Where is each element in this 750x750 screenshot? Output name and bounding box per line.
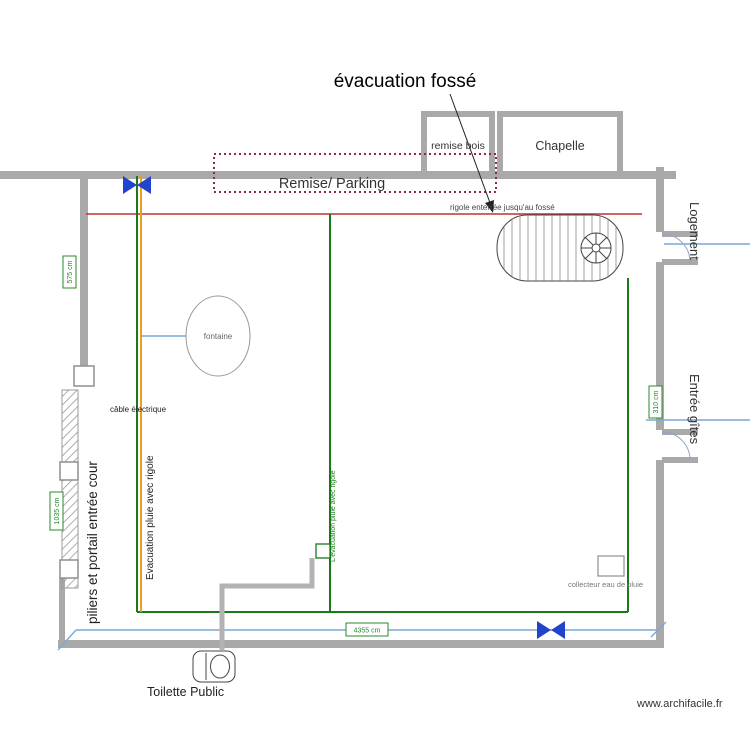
remise-bois-label: remise bois xyxy=(431,140,485,152)
cistern-tank xyxy=(496,214,624,282)
dim-left-lower: 1035 cm xyxy=(54,497,61,524)
dim-box-bottom xyxy=(345,622,389,637)
tank-wheel-hub xyxy=(591,243,601,253)
pillar-bottom xyxy=(59,559,79,579)
dim-box-left-lower xyxy=(49,491,64,531)
valve-bottom-right-icon xyxy=(551,621,565,639)
remise-bois-walls xyxy=(421,111,495,176)
doors xyxy=(661,233,691,461)
chapelle-label: Chapelle xyxy=(535,139,584,153)
measure-tick-right xyxy=(650,621,667,638)
page-title: évacuation fossé xyxy=(334,71,477,92)
inspection-box xyxy=(315,543,331,559)
parking-dotted-outline xyxy=(213,153,497,193)
door-arc-gites xyxy=(661,431,691,461)
hatched-wall xyxy=(61,389,79,589)
piliers-label: piliers et portail entrée cour xyxy=(85,461,100,624)
watermark-link[interactable]: www.archifacile.fr xyxy=(636,698,723,710)
evacuation-left-label: Evacuation pluie avec rigole xyxy=(145,455,156,580)
dim-box-right xyxy=(648,385,663,419)
cable-label: câble électrique xyxy=(110,405,167,414)
arrow-line xyxy=(449,93,494,212)
rainwater-green-network xyxy=(136,176,629,613)
toilet xyxy=(192,650,236,683)
entree-gites-label: Entrée gîtes xyxy=(687,374,702,445)
logement-label: Logement xyxy=(687,202,702,260)
evacuation-center-label: L'évacuation pluie avec rigole xyxy=(330,470,337,562)
portal-hatched-wall xyxy=(59,365,95,589)
evacuation-arrow xyxy=(449,93,494,213)
toilet-bowl xyxy=(210,654,230,679)
dimension-labels: 575 cm 1035 cm 310 cm 4355 cm xyxy=(49,255,663,637)
dim-left-upper: 575 cm xyxy=(67,260,74,283)
fountain-label: fontaine xyxy=(204,332,233,341)
exterior-walls xyxy=(0,167,698,648)
pillar-top xyxy=(73,365,95,387)
valve-top-left-icon xyxy=(137,176,151,194)
door-arc-logement xyxy=(661,233,691,263)
dim-bottom: 4355 cm xyxy=(354,628,381,635)
drain-pipe xyxy=(219,558,315,650)
collecteur-label: collecteur eau de pluie xyxy=(568,580,643,589)
water-blue-network xyxy=(57,243,750,651)
valve-bottom-right-icon xyxy=(537,621,551,639)
pillar-middle xyxy=(59,461,79,481)
annex-rooms xyxy=(421,111,623,176)
dim-right: 310 cm xyxy=(653,390,660,413)
valve-top-left-icon xyxy=(123,176,137,194)
rain-collector-box xyxy=(597,555,625,577)
measure-tick-left xyxy=(57,629,77,651)
fountain: fontaine xyxy=(185,295,251,377)
rigole-label: rigole enterrée jusqu'au fossé xyxy=(450,203,555,212)
toilet-drain-pipe xyxy=(219,558,315,650)
toilette-label: Toilette Public xyxy=(147,685,224,699)
remise-parking-label: Remise/ Parking xyxy=(279,176,385,192)
fountain-shape xyxy=(185,295,251,377)
valves xyxy=(123,176,565,639)
dim-box-left-upper xyxy=(62,255,77,289)
chapelle-walls xyxy=(497,111,623,176)
arrow-head-icon xyxy=(485,200,494,213)
